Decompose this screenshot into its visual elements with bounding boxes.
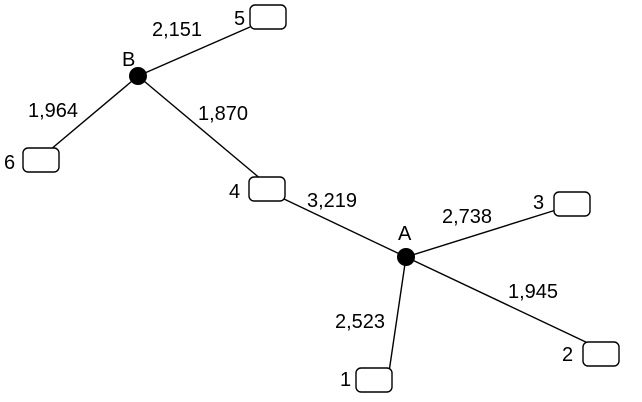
- hub-a: [397, 248, 415, 266]
- leaf-label-3: 3: [533, 192, 544, 214]
- edge-a-3: [405, 209, 557, 258]
- edge-label-4-a: 3,219: [307, 190, 357, 212]
- leaf-box-5: [249, 4, 287, 30]
- leaf-label-5: 5: [234, 8, 245, 30]
- leaf-box-6: [22, 147, 60, 173]
- hub-label-a: A: [398, 223, 412, 245]
- edge-a-2: [405, 256, 591, 345]
- hub-label-b: B: [122, 49, 135, 71]
- edge-label-a-2: 1,945: [508, 281, 558, 303]
- leaf-label-4: 4: [229, 181, 240, 203]
- edge-b-5: [137, 26, 251, 77]
- leaf-label-6: 6: [4, 152, 15, 174]
- edge-label-b-6: 1,964: [28, 100, 78, 122]
- edge-label-a-3: 2,738: [442, 206, 492, 228]
- edge-b-6: [49, 75, 139, 151]
- leaf-box-4: [248, 176, 286, 202]
- edge-a-1: [388, 256, 407, 373]
- edge-b-4: [137, 75, 263, 181]
- edge-label-a-1: 2,523: [335, 311, 385, 333]
- hub-b: [129, 67, 147, 85]
- leaf-box-2: [582, 341, 620, 367]
- edge-label-b-5: 2,151: [152, 19, 202, 41]
- edge-4-a: [283, 198, 407, 258]
- leaf-label-2: 2: [562, 344, 573, 366]
- leaf-label-1: 1: [340, 369, 351, 391]
- edge-label-b-4: 1,870: [198, 103, 248, 125]
- leaf-box-3: [553, 191, 591, 217]
- leaf-box-1: [355, 367, 393, 393]
